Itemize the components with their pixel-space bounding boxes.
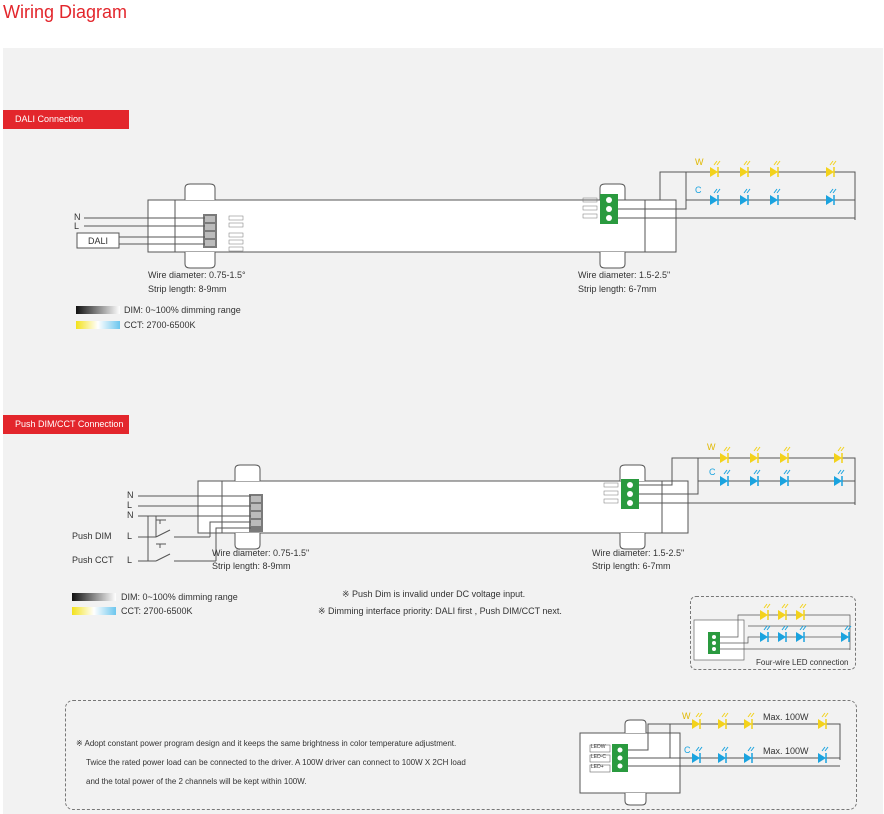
dali-input-strip-length: Strip length: 8-9mm (148, 284, 227, 294)
dali-connection-badge: DALI Connection (3, 110, 129, 129)
push-warm-label: W (707, 442, 716, 452)
dali-warm-label: W (695, 157, 704, 167)
four-wire-caption: Four-wire LED connection (756, 658, 849, 667)
dali-cold-leds (709, 188, 837, 206)
dali-box-label: DALI (88, 236, 109, 246)
push-dim-legend: DIM: 0~100% dimming range (121, 592, 238, 602)
dali-dim-gradient (76, 306, 120, 314)
dali-cct-gradient (76, 321, 120, 329)
push-cold-leds (719, 469, 845, 487)
push-connection-badge: Push DIM/CCT Connection (3, 415, 129, 434)
push-dim-label: Push DIM (72, 531, 112, 541)
dali-n-label: N (74, 212, 81, 222)
dali-input-wires (76, 217, 205, 249)
power-note-driver (579, 719, 681, 806)
push-dim-gradient (72, 593, 116, 601)
push-warm-leds (719, 446, 845, 464)
push-cct-label: Push CCT (72, 555, 114, 565)
push-driver (197, 464, 689, 550)
push-cct-legend: CCT: 2700-6500K (121, 606, 193, 616)
dali-l-label: L (74, 221, 80, 231)
dali-output-wire-diameter: Wire diameter: 1.5-2.5" (578, 270, 671, 280)
power-note-line-1: ※ Adopt constant power program design an… (76, 739, 457, 748)
power-note-cold-label: C (684, 745, 691, 755)
dali-warm-leds (709, 160, 837, 178)
push-input-strip-length: Strip length: 8-9mm (212, 561, 291, 571)
push-output-wire-diameter: Wire diameter: 1.5-2.5" (592, 548, 685, 558)
power-note-terminal-3: LED+ (591, 764, 604, 770)
push-note-1: ※ Push Dim is invalid under DC voltage i… (342, 589, 526, 599)
dali-driver (147, 183, 677, 269)
power-note-line-3: and the total power of the 2 channels wi… (86, 777, 307, 786)
push-note-2: ※ Dimming interface priority: DALI first… (318, 606, 562, 616)
four-wire-inset-box (690, 596, 856, 670)
push-cold-label: C (709, 467, 716, 477)
power-note-box (65, 700, 857, 810)
dali-cold-label: C (695, 185, 702, 195)
power-note-terminal-2: LED-C (591, 754, 607, 760)
push-input-wires (138, 495, 251, 562)
push-cct-gradient (72, 607, 116, 615)
page-title: Wiring Diagram (3, 2, 128, 22)
power-note-max-1: Max. 100W (763, 712, 809, 722)
power-note-warm-label: W (682, 711, 691, 721)
power-note-line-2: Twice the rated power load can be connec… (86, 758, 466, 767)
push-n1-label: N (127, 490, 134, 500)
push-dim-l-label: L (127, 531, 133, 541)
dali-output-strip-length: Strip length: 6-7mm (578, 284, 657, 294)
dali-cct-legend: CCT: 2700-6500K (124, 320, 196, 330)
dali-dim-legend: DIM: 0~100% dimming range (124, 305, 241, 315)
dali-input-wire-diameter: Wire diameter: 0.75-1.5° (148, 270, 246, 280)
push-output-strip-length: Strip length: 6-7mm (592, 561, 671, 571)
push-cct-l-label: L (127, 555, 133, 565)
diagram-panel (3, 48, 883, 814)
push-n2-label: N (127, 510, 134, 520)
push-l-label: L (127, 500, 133, 510)
push-input-wire-diameter: Wire diameter: 0.75-1.5" (212, 548, 310, 558)
power-note-terminal-1: LEDW (591, 744, 606, 750)
four-wire-inset (693, 603, 852, 661)
power-note-max-2: Max. 100W (763, 746, 809, 756)
